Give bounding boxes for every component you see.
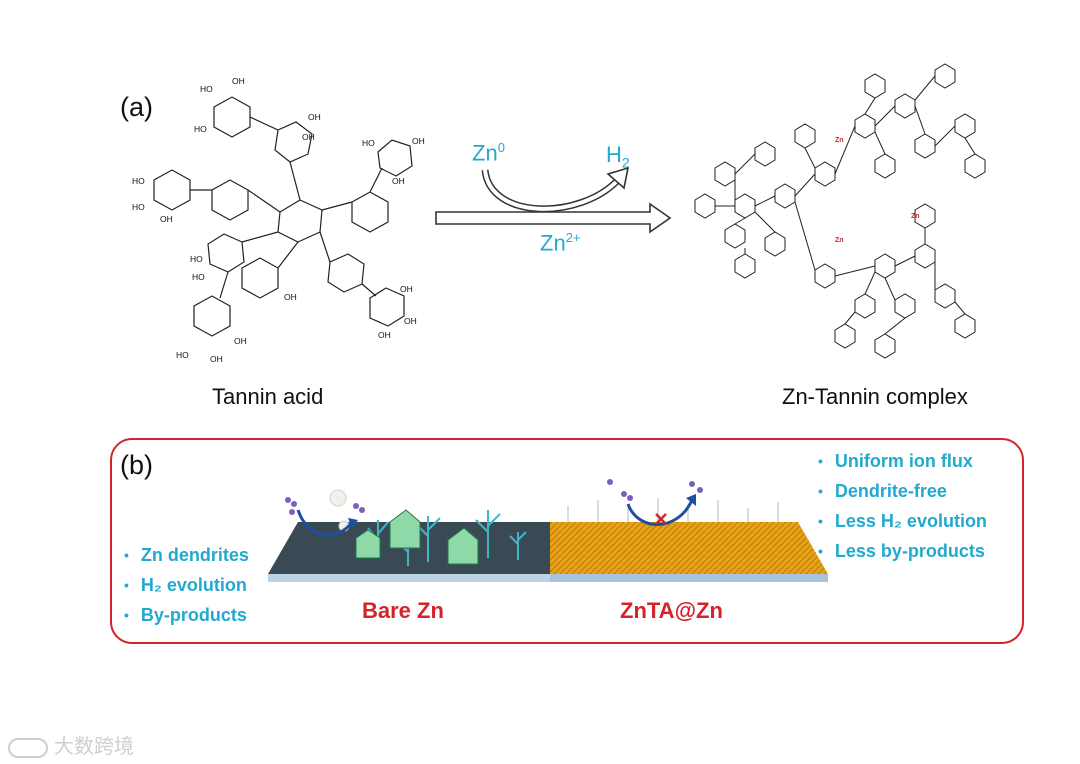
blocked-x-icon [655, 513, 667, 525]
hydroxyl-label: HO [194, 124, 207, 134]
zinc-anode-illustration [268, 479, 828, 582]
watermark: 大数跨境 [8, 730, 134, 759]
hydroxyl-label: HO [192, 272, 205, 282]
hydroxyl-label: HO [176, 350, 189, 360]
list-item: •Less by-products [818, 541, 985, 561]
zn-tannin-complex-structure: Zn Zn Zn [694, 63, 986, 359]
tannin-acid-structure: HO OH HO OH OH HO HO OH HO OH OH HO HO O… [132, 76, 425, 364]
hydroxyl-label: OH [234, 336, 247, 346]
panel-b-label: (b) [120, 450, 153, 480]
list-item: •Zn dendrites [124, 545, 249, 565]
list-item: •By-products [124, 605, 247, 625]
hydroxyl-label: HO [200, 84, 213, 94]
hydroxyl-label: OH [210, 354, 223, 364]
zn-tannin-caption: Zn-Tannin complex [782, 384, 968, 409]
zn2-label: Zn2+ [540, 230, 581, 256]
watermark-logo-icon [8, 737, 48, 758]
zn-node-label: Zn [835, 137, 844, 144]
list-item: •Uniform ion flux [818, 451, 973, 471]
hydroxyl-label: OH [400, 284, 413, 294]
hydroxyl-label: HO [362, 138, 375, 148]
hydroxyl-label: OH [404, 316, 417, 326]
byproduct-icons [355, 509, 479, 565]
znta-zn-label: ZnTA@Zn [620, 598, 723, 623]
tannin-acid-caption: Tannin acid [212, 384, 324, 409]
zn-node-label: Zn [911, 213, 920, 220]
hydroxyl-label: HO [190, 254, 203, 264]
list-item: •Less H₂ evolution [818, 511, 987, 531]
list-item: •Dendrite-free [818, 481, 947, 501]
hydroxyl-label: OH [302, 132, 315, 142]
hydroxyl-label: OH [308, 112, 321, 122]
hydroxyl-label: OH [412, 136, 425, 146]
znta-benefits-list: •Uniform ion flux •Dendrite-free •Less H… [818, 446, 987, 566]
ion-icons [285, 479, 703, 515]
zn0-label: Zn0 [472, 140, 505, 166]
panel-b-frame [110, 438, 1024, 644]
hydroxyl-label: OH [378, 330, 391, 340]
hydroxyl-label: HO [132, 202, 145, 212]
h2-label: H2 [606, 142, 630, 171]
reaction-arrow [435, 166, 672, 234]
bare-zn-issues-list: •Zn dendrites •H₂ evolution •By-products [124, 540, 249, 630]
list-item: •H₂ evolution [124, 575, 247, 595]
bare-zn-label: Bare Zn [362, 598, 444, 623]
curved-arrow-icon [626, 499, 694, 526]
hydroxyl-label: OH [284, 292, 297, 302]
curved-arrow-icon [296, 509, 354, 537]
hydroxyl-label: OH [232, 76, 245, 86]
hydroxyl-label: OH [160, 214, 173, 224]
panel-a-label: (a) [120, 92, 153, 122]
hydroxyl-label: OH [392, 176, 405, 186]
zn-node-label: Zn [835, 237, 844, 244]
hydroxyl-label: HO [132, 176, 145, 186]
